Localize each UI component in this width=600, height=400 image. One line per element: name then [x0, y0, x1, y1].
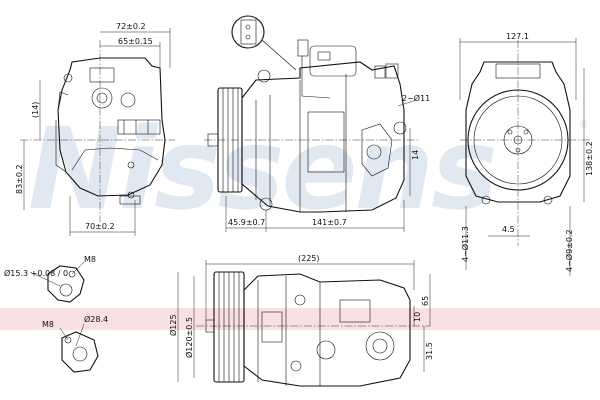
dim-127: 127.1 [506, 32, 529, 41]
bottom-block [339, 299, 371, 323]
right-shaft [513, 135, 523, 145]
dim-141: 141±0.7 [312, 218, 347, 227]
dim-14: (14) [31, 102, 40, 118]
port-detail-lower [61, 331, 99, 373]
left-top-block [89, 67, 115, 83]
connector-detail-circle [231, 15, 265, 49]
dim-125: Ø125 [168, 314, 178, 336]
left-port-circle-2 [120, 92, 136, 108]
dim-14c: 14 [411, 150, 420, 160]
bottom-shaft [205, 319, 215, 333]
leader-m8-bottom [59, 327, 69, 341]
right-hub-hole-2 [523, 129, 529, 135]
dim-10: 10 [413, 312, 422, 322]
compressor-body [241, 61, 405, 213]
right-hub-hole [507, 129, 513, 135]
right-hub-hole-3 [515, 147, 521, 153]
dim-70: 70±0.2 [85, 222, 115, 231]
fitting-2 [385, 63, 399, 79]
bottom-port-inner [372, 338, 388, 354]
connector-socket [297, 39, 309, 57]
dim-4x113: 4−Ø11.3 [460, 226, 470, 262]
connector-pin-2 [245, 34, 251, 40]
center-front-view: 2−Ø11 14 45.9±0.7 141±0.7 [204, 15, 430, 232]
dim-120: Ø120±0.5 [184, 317, 194, 358]
leader-m8-top [71, 261, 85, 275]
valve-detail [317, 51, 331, 61]
watermark-brand: Nissens [28, 105, 495, 235]
right-end-view: 127.1 138±0.2 4−Ø11.3 4.5 4−Ø9±0.2 [459, 32, 594, 276]
dim-2x11: 2−Ø11 [402, 93, 430, 103]
port-lower-bolt [64, 336, 72, 344]
right-top-block [495, 63, 541, 79]
port-detail-upper [47, 265, 85, 303]
left-port-inner [96, 92, 108, 104]
dim-225: (225) [298, 254, 320, 263]
right-housing [465, 61, 571, 203]
thread-m8-bottom: M8 [42, 320, 54, 329]
dim-45: 45.9±0.7 [228, 218, 265, 227]
connector-body [240, 19, 257, 45]
dim-65: 65±0.15 [118, 37, 153, 46]
body-sections [255, 74, 347, 212]
dim-315: 31.5 [425, 342, 434, 360]
bottom-bolt [294, 294, 306, 306]
port-upper-bolt [68, 270, 76, 278]
right-mount-hole [481, 195, 491, 205]
dim-153: Ø15.3 +0.08 / 0 [4, 268, 68, 278]
right-hub [503, 125, 533, 155]
watermark-registered-mark: ® [578, 118, 589, 131]
left-bolt-2 [127, 191, 135, 199]
pulley-shaft [207, 133, 219, 147]
left-housing-flange [55, 91, 69, 173]
left-housing-outline [57, 57, 166, 197]
right-mount-hole-2 [543, 195, 553, 205]
rear-port-bore [366, 144, 382, 160]
bolt-top-left [257, 69, 271, 83]
fitting [374, 65, 386, 79]
leader-153 [29, 271, 61, 287]
leader-284 [75, 323, 85, 347]
watermark-stripe [0, 308, 600, 330]
bottom-block-2 [261, 311, 283, 343]
thread-m8-top: M8 [84, 255, 96, 264]
port-lower-bore [72, 346, 88, 362]
bottom-sections [257, 276, 321, 386]
rear-port [361, 123, 393, 177]
connector-leader [261, 39, 297, 71]
bolt-right [393, 121, 407, 135]
port-details: Ø15.3 +0.08 / 0 M8 M8 Ø28.4 [4, 255, 108, 373]
bottom-port-2 [316, 340, 336, 360]
dim-72: 72±0.2 [116, 22, 146, 31]
dim-45r: 4.5 [502, 225, 515, 234]
bottom-port [365, 331, 395, 361]
dim-83: 83±0.2 [15, 164, 24, 194]
left-side-view: 72±0.2 65±0.15 (14) 83±0.2 70±0.2 [15, 22, 175, 236]
left-bolt-3 [63, 73, 73, 83]
right-pulley-ring [473, 95, 563, 185]
bottom-side-view: (225) Ø125 Ø120±0.5 65 10 31.5 [168, 254, 434, 387]
wire [301, 56, 331, 99]
dim-138: 138±0.2 [585, 141, 594, 176]
right-pulley-outer [467, 89, 569, 191]
center-window [307, 111, 345, 173]
dim-4x9: 4−Ø9±0.2 [564, 229, 574, 272]
leader-2x11 [397, 99, 417, 107]
watermark: Nissens ® [0, 105, 600, 330]
left-foot [119, 195, 141, 205]
connector-pin-1 [245, 24, 251, 30]
left-port-circle [91, 87, 113, 109]
left-block [117, 119, 161, 135]
dim-65: 65 [421, 296, 430, 306]
left-bolt [127, 161, 135, 169]
dim-284: Ø28.4 [84, 314, 108, 324]
left-contour [71, 147, 159, 171]
port-upper-bore [59, 283, 73, 297]
valve-housing [309, 45, 357, 77]
bottom-body [243, 273, 411, 387]
bottom-bolt-2 [290, 360, 302, 372]
